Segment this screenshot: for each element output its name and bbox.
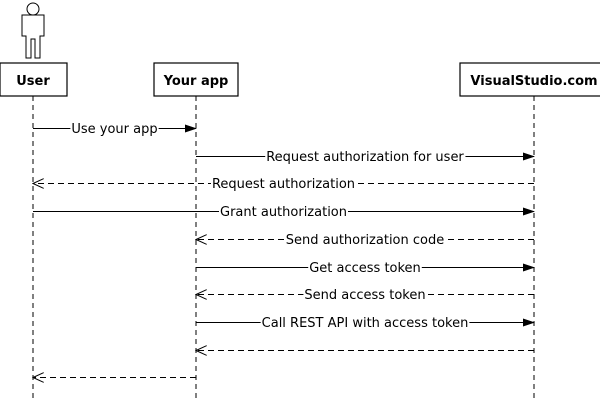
message-label: Request authorization for user <box>266 150 464 165</box>
message-label: Use your app <box>71 122 157 137</box>
message-label: Get access token <box>309 261 421 276</box>
participant-user: User <box>0 62 68 97</box>
participant-label: User <box>16 74 50 89</box>
user-actor-icon <box>21 2 45 59</box>
lifelines <box>32 96 535 400</box>
participant-app: Your app <box>153 62 239 97</box>
message-label: Call REST API with access token <box>262 316 469 331</box>
participant-label: Your app <box>163 74 229 89</box>
message-label-background <box>284 234 446 245</box>
message-label-background <box>219 206 348 217</box>
message-label-background <box>303 289 427 300</box>
message-label-background <box>260 317 470 328</box>
participant-label: VisualStudio.com <box>470 74 597 89</box>
message-label-background <box>70 123 159 134</box>
message-label: Grant authorization <box>220 205 347 220</box>
message-label: Request authorization <box>212 177 355 192</box>
message: Send access token <box>196 288 534 303</box>
message-label: Send access token <box>304 288 425 303</box>
message-label-background <box>210 178 357 189</box>
message: Get access token <box>196 261 535 276</box>
participant-box <box>153 62 239 97</box>
message: Use your app <box>33 122 197 137</box>
participant-vs: VisualStudio.com <box>459 62 600 97</box>
message-label-background <box>308 262 422 273</box>
participant-box <box>0 62 68 97</box>
message: Call REST API with access token <box>196 316 535 331</box>
message-label: Send authorization code <box>286 233 445 248</box>
message: Send authorization code <box>196 233 534 248</box>
participant-box <box>459 62 600 97</box>
message: Request authorization <box>33 177 534 192</box>
message-label-background <box>265 151 466 162</box>
message: Request authorization for user <box>196 150 535 165</box>
message: Grant authorization <box>33 205 535 220</box>
